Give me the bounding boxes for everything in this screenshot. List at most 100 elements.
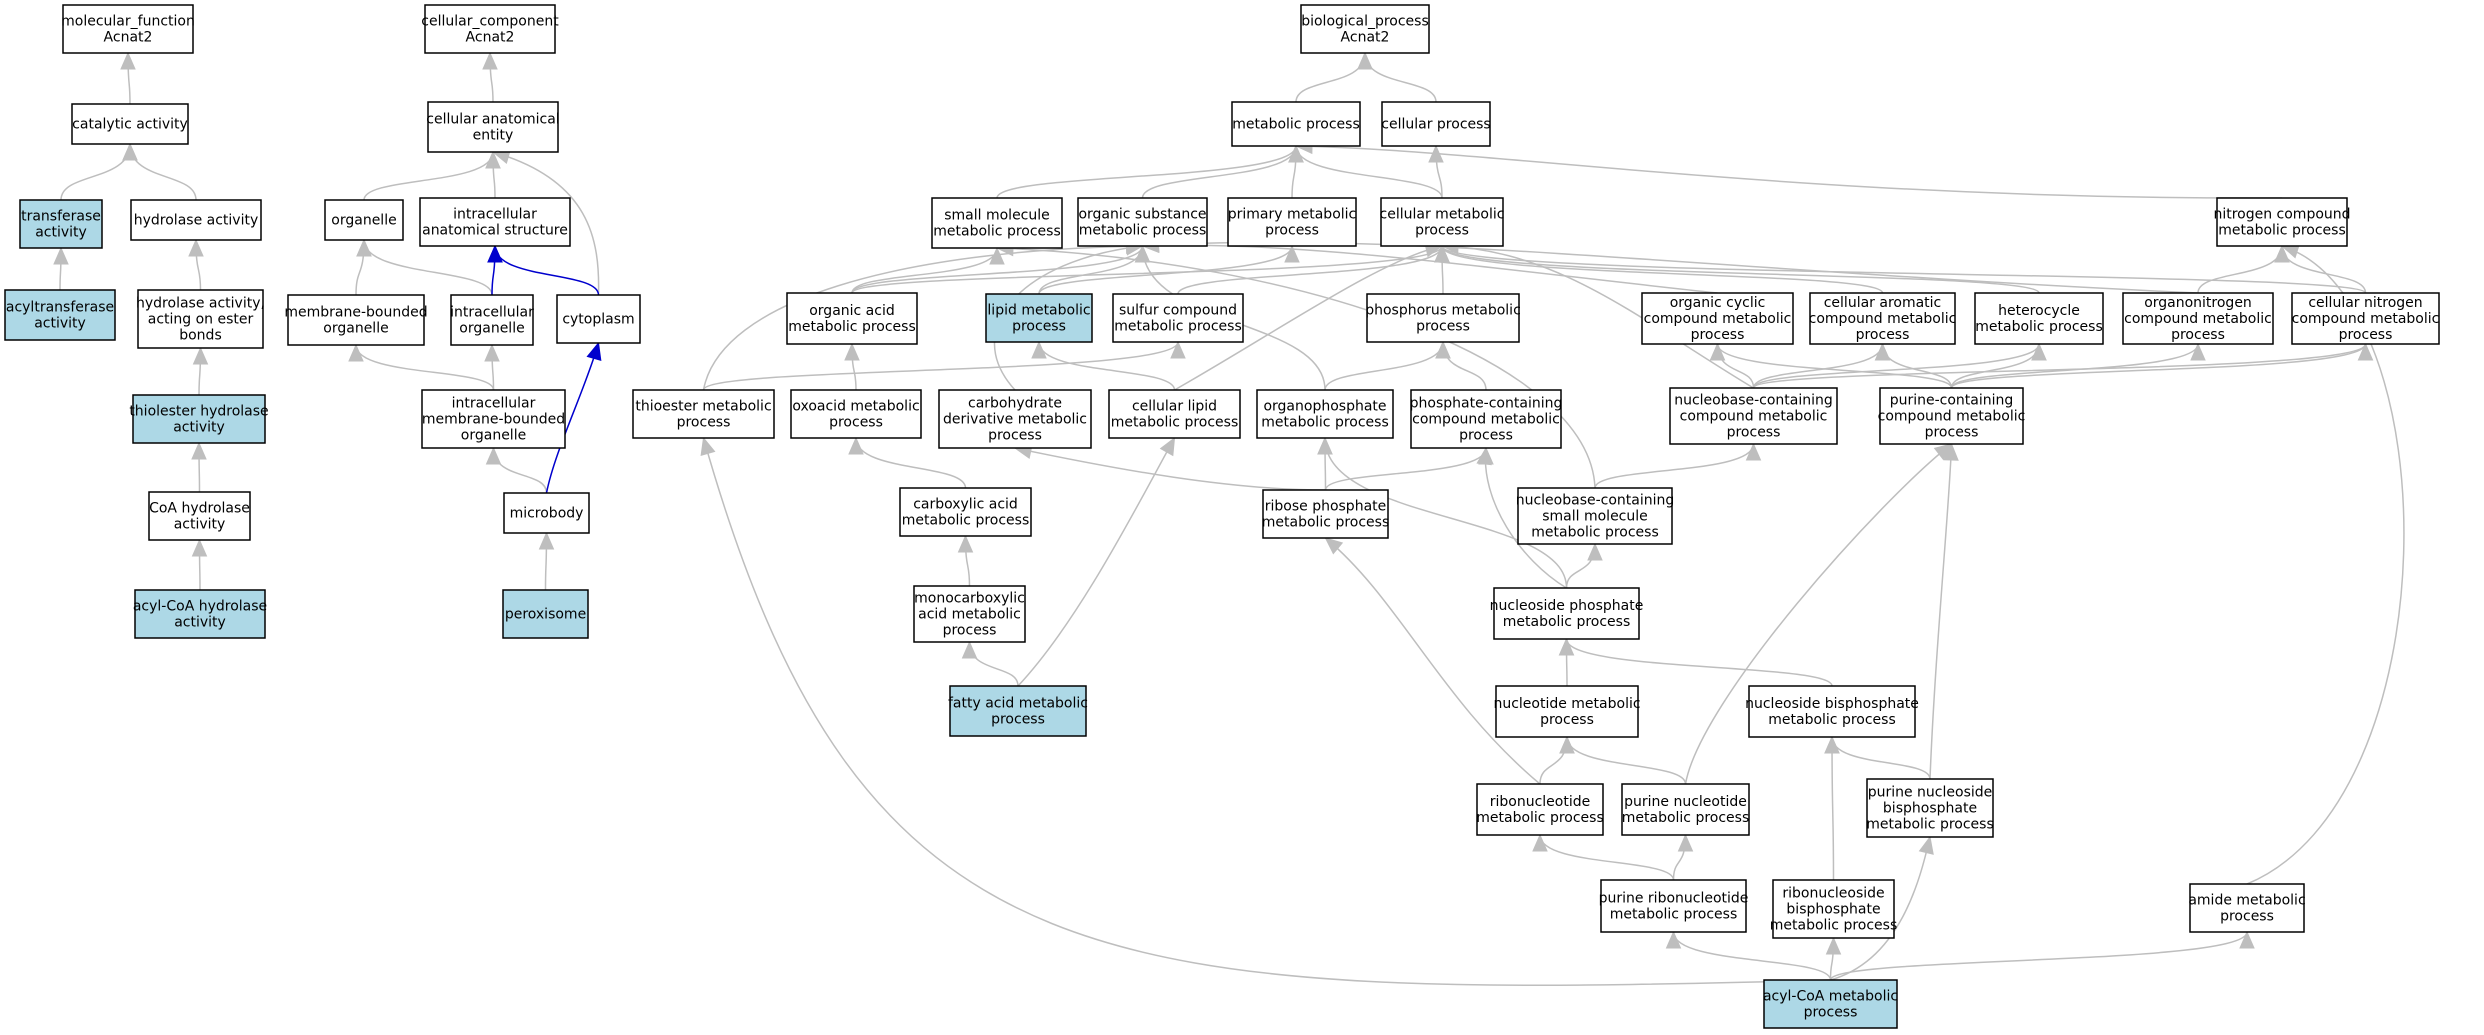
edge-organic_acid_metabolic_process-to-cellular_metabolic_process (851, 245, 1443, 294)
node-label: metabolic process (1114, 318, 1242, 334)
node-box (502, 589, 589, 639)
edge-organelle-to-cellular_anatomical_entity (363, 151, 494, 201)
node-catalytic_activity[interactable]: catalytic activity (71, 103, 189, 145)
node-box (130, 199, 262, 241)
arrowhead-monocarboxylic_acid_metabolic_process-to-carboxylic_acid_metabolic_process (957, 534, 974, 553)
node-label: activity (174, 614, 226, 630)
arrowhead-hydrolase_ester-to-hydrolase_activity (188, 238, 204, 257)
edge-microbody-to-cytoplasm (545, 342, 600, 494)
arrowhead-lipid_metabolic_process-to-primary_metabolic_process (1284, 244, 1300, 263)
edge-thioester_metabolic_process-to-sulfur_compound_metabolic_process (702, 341, 1179, 391)
node-label: metabolic process (1975, 319, 2103, 335)
edge-small_molecule_metabolic_process-to-metabolic_process (996, 145, 1297, 199)
edge-organic_cyclic_compound_metabolic_process-to-organic_substance_metabolic_process (1142, 244, 1718, 294)
node-label: purine nucleotide (1624, 794, 1747, 810)
node-box (1600, 879, 1747, 933)
node-box (1231, 101, 1361, 147)
edge-purine_nucleoside_bisphosphate_metabolic_process-to-purine_containing_compound_metabolic_process (1929, 443, 1953, 780)
node-label: activity (34, 315, 86, 331)
edge-purine_containing_compound_metabolic_process-to-organic_cyclic_compound_metabolic_process (1716, 343, 1953, 389)
node-label: organic cyclic (1670, 295, 1766, 311)
node-label: acyltransferase (6, 299, 114, 315)
node-label: ribonucleoside (1782, 885, 1884, 901)
node-label: organelle (323, 320, 388, 336)
arrowhead-acyl_coa_metabolic_process-to-amide_metabolic_process (2239, 930, 2255, 949)
edge-nucleobase_containing_small_molecule_metabolic_process-to-small_molecule_metabolic_process (996, 247, 1596, 489)
node-organelle[interactable]: organelle (324, 199, 404, 241)
arrowhead-acyl_coa_metabolic_process-to-purine_nucleoside_bisphosphate_metabolic_process (1918, 835, 1934, 855)
node-metabolic_process[interactable]: metabolic process (1231, 101, 1361, 147)
node-peroxisome[interactable]: peroxisome (502, 589, 589, 639)
node-cellular_process[interactable]: cellular process (1381, 101, 1491, 147)
node-label: metabolic process (1111, 414, 1239, 430)
node-label: process (1727, 424, 1781, 440)
arrowhead-hydrolase_activity-to-catalytic_activity (122, 142, 138, 161)
node-cytoplasm[interactable]: cytoplasm (556, 294, 641, 344)
node-label: process (1415, 222, 1469, 238)
arrowhead-phosphate_containing_compound_metabolic_process-to-phosphorus_metabolic_process (1435, 340, 1451, 359)
node-box (1809, 292, 1956, 345)
edge-nucleoside_phosphate_metabolic_process-to-nucleobase_containing_small_molecule_metabolic_process (1565, 543, 1596, 589)
node-microbody[interactable]: microbody (503, 492, 590, 534)
arrowhead-cellular_process-to-biological_process (1357, 51, 1373, 70)
node-label: intracellular (453, 206, 537, 222)
node-hydrolase_activity[interactable]: hydrolase activity (130, 199, 262, 241)
node-box (134, 589, 266, 639)
node-label: transferase (21, 208, 101, 224)
node-label: organonitrogen (2144, 295, 2252, 311)
node-box (424, 4, 556, 54)
node-box (450, 294, 534, 346)
